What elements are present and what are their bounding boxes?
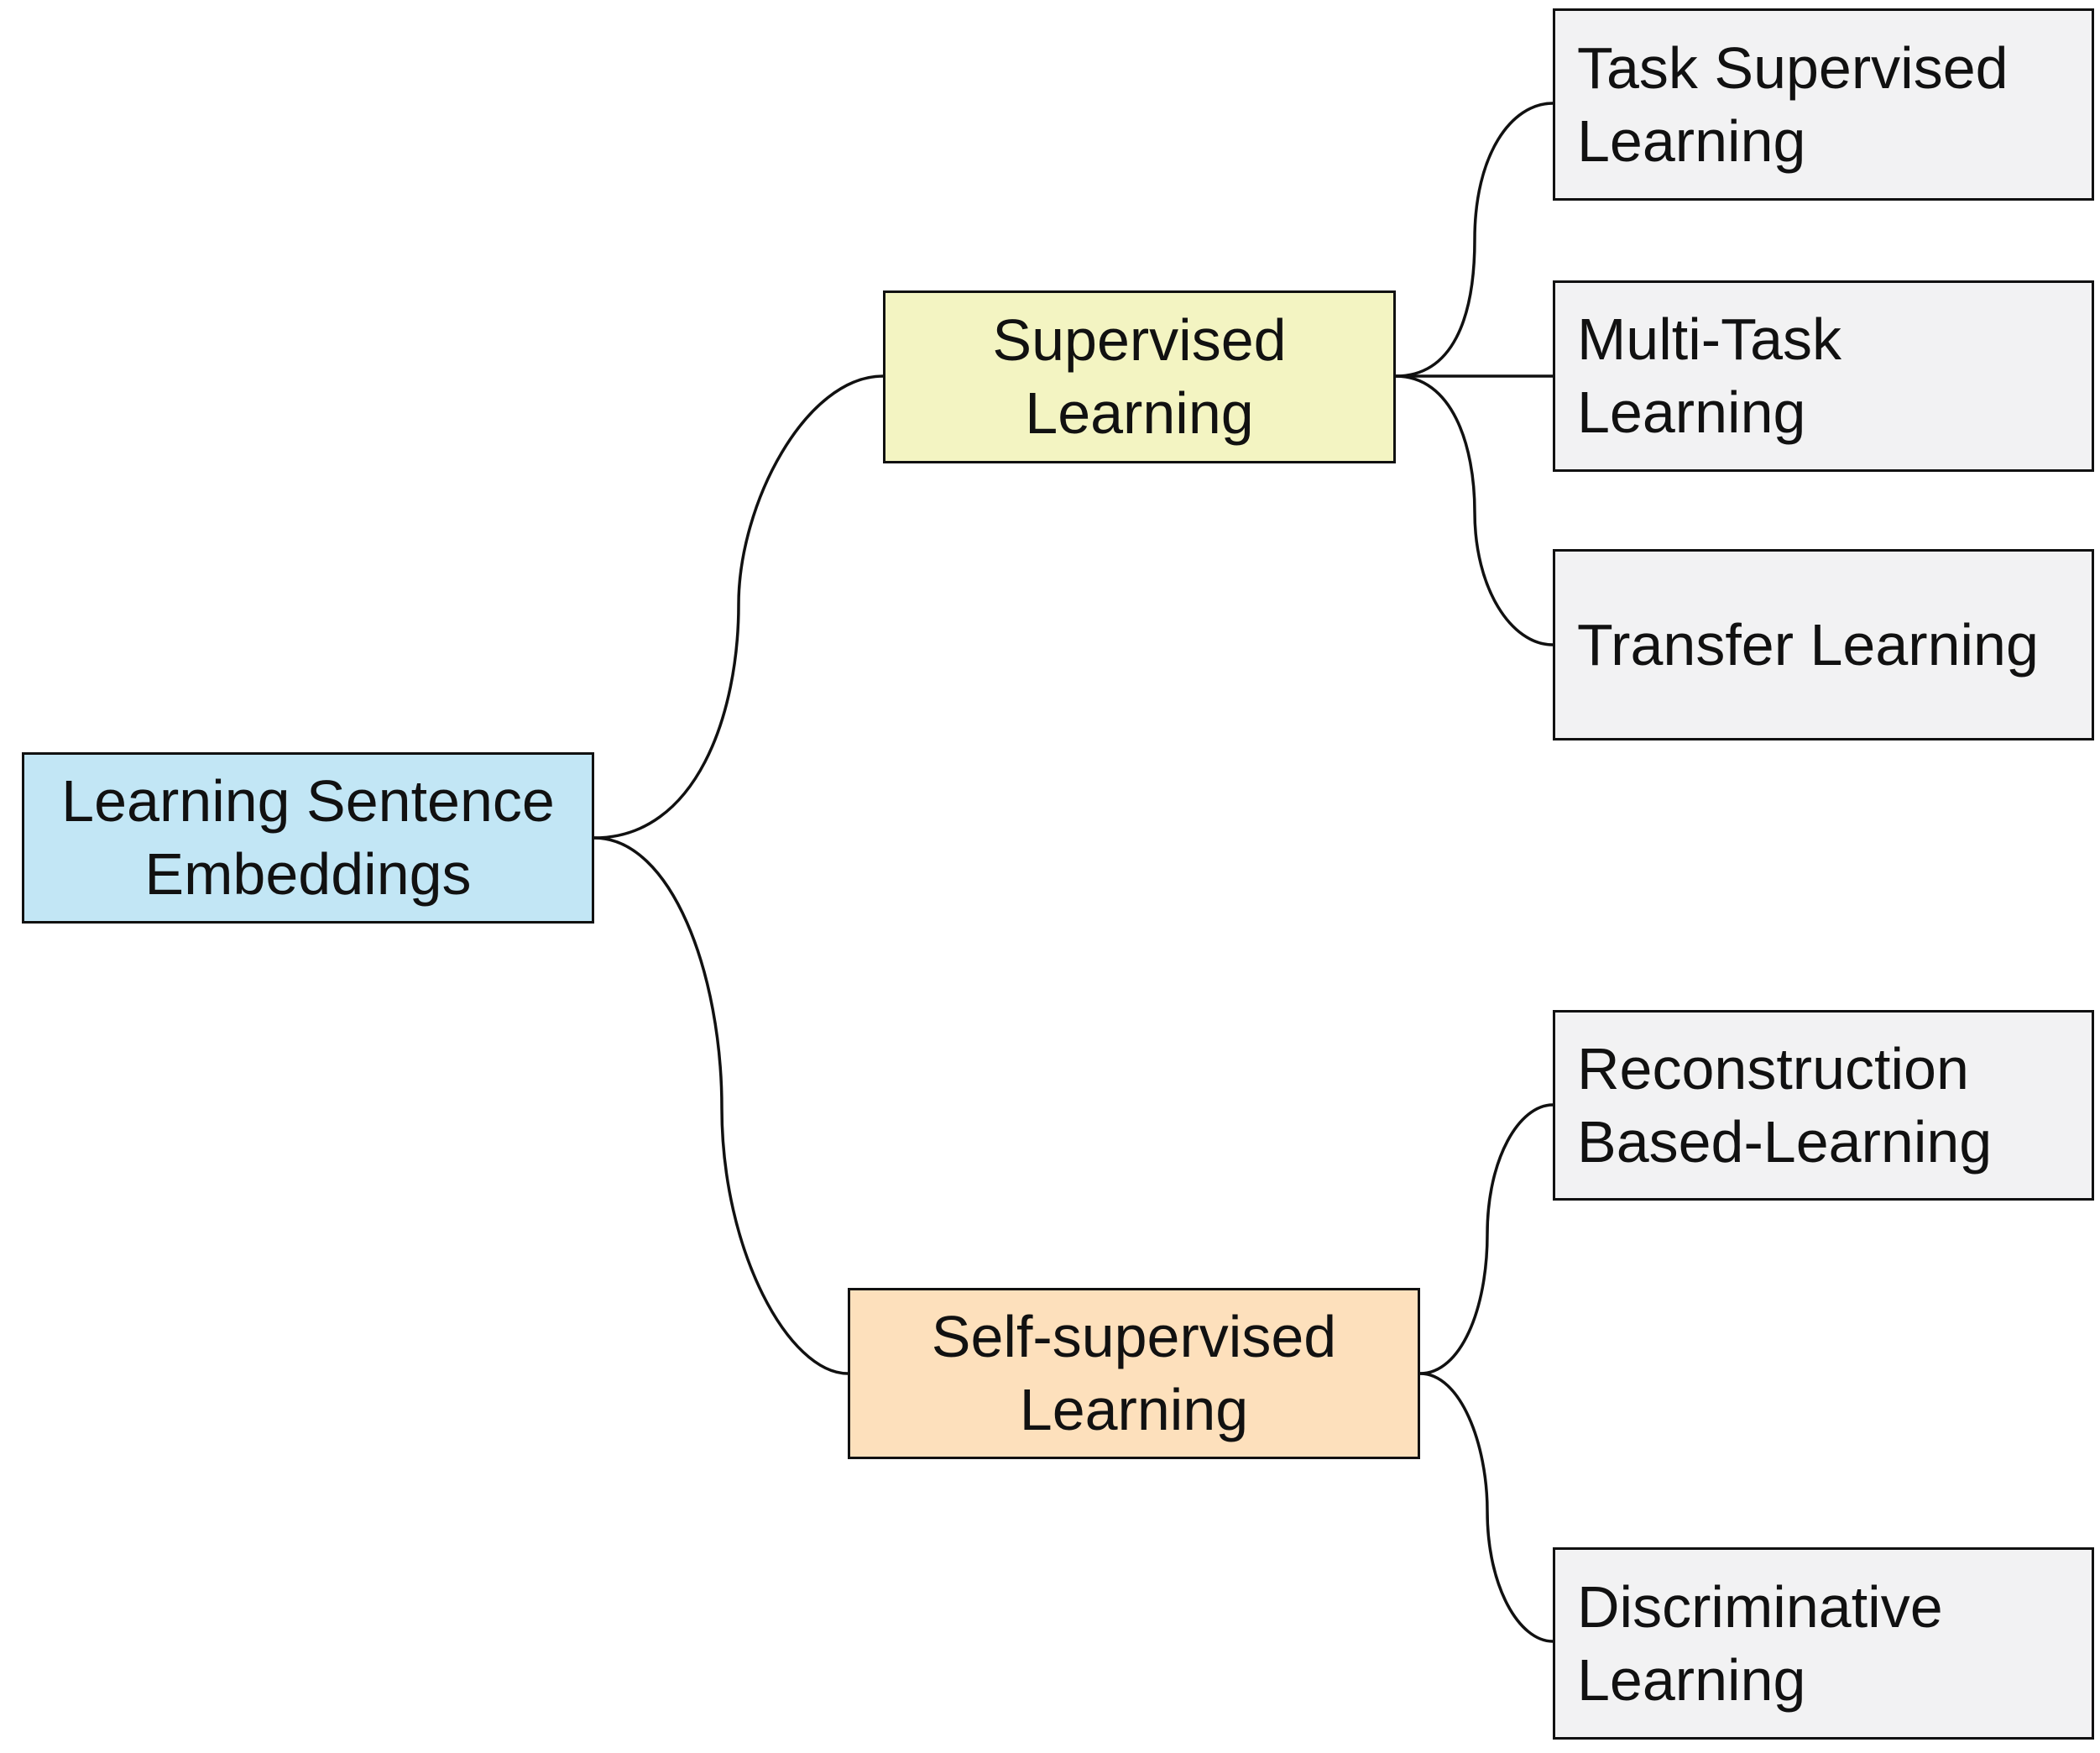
edge-supervised-to-task-supervised (1395, 102, 1554, 378)
discriminative-learning-line-2: Learning (1577, 1646, 1806, 1713)
transfer-learning-node: Transfer Learning (1553, 549, 2094, 740)
supervised-learning-line-1: Supervised (992, 307, 1287, 373)
edge-self-supervised-to-reconstruction (1419, 1103, 1554, 1375)
root-node-line-2: Embeddings (144, 841, 472, 907)
self-supervised-learning-line-1: Self-supervised (931, 1304, 1337, 1369)
edge-root-to-self-supervised (593, 836, 849, 1375)
edge-root-to-supervised (593, 374, 884, 840)
reconstruction-based-learning-line-1: Reconstruction (1577, 1035, 1969, 1102)
supervised-learning-line-2: Learning (1025, 380, 1254, 446)
task-supervised-learning-line-1: Task Supervised (1577, 34, 2009, 101)
multi-task-learning-line-1: Multi-Task (1577, 306, 1842, 372)
edge-self-supervised-to-discriminative (1419, 1372, 1554, 1643)
task-supervised-learning-node: Task Supervised Learning (1553, 8, 2094, 201)
edge-supervised-to-transfer (1395, 374, 1554, 646)
root-node-line-1: Learning Sentence (61, 768, 555, 834)
task-supervised-learning-line-2: Learning (1577, 107, 1806, 174)
multi-task-learning-line-2: Learning (1577, 379, 1806, 445)
reconstruction-based-learning-line-2: Based-Learning (1577, 1108, 1993, 1175)
root-node: Learning Sentence Embeddings (22, 752, 594, 924)
self-supervised-learning-node: Self-supervised Learning (848, 1288, 1420, 1459)
discriminative-learning-line-1: Discriminative (1577, 1573, 1943, 1640)
reconstruction-based-learning-node: Reconstruction Based-Learning (1553, 1010, 2094, 1201)
multi-task-learning-node: Multi-Task Learning (1553, 280, 2094, 472)
self-supervised-learning-line-2: Learning (1019, 1377, 1249, 1442)
supervised-learning-node: Supervised Learning (883, 290, 1396, 463)
discriminative-learning-node: Discriminative Learning (1553, 1547, 2094, 1740)
transfer-learning-line-1: Transfer Learning (1577, 611, 2039, 678)
